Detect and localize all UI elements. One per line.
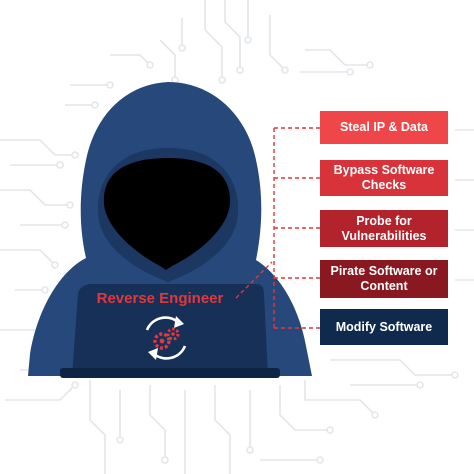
action-box-bypass-checks: Bypass Software Checks [320,160,448,196]
reverse-engineer-label: Reverse Engineer [96,290,224,307]
action-box-pirate-software: Pirate Software or Content [320,260,448,298]
action-label: Steal IP & Data [339,120,428,134]
action-label: Pirate Software or Content [330,264,438,293]
gears-cycle-icon [145,316,187,360]
face-void [103,158,231,270]
action-box-probe-vulnerabilities: Probe for Vulnerabilities [320,210,448,247]
circuit-nodes [41,36,459,464]
action-label: Modify Software [335,319,433,334]
action-box-modify-software: Modify Software [320,309,448,345]
laptop-base [60,368,280,378]
action-box-steal-ip: Steal IP & Data [320,111,448,144]
connector-lines [235,127,320,329]
action-label: Bypass Software Checks [333,163,435,192]
action-label: Probe for Vulnerabilities [341,213,427,243]
